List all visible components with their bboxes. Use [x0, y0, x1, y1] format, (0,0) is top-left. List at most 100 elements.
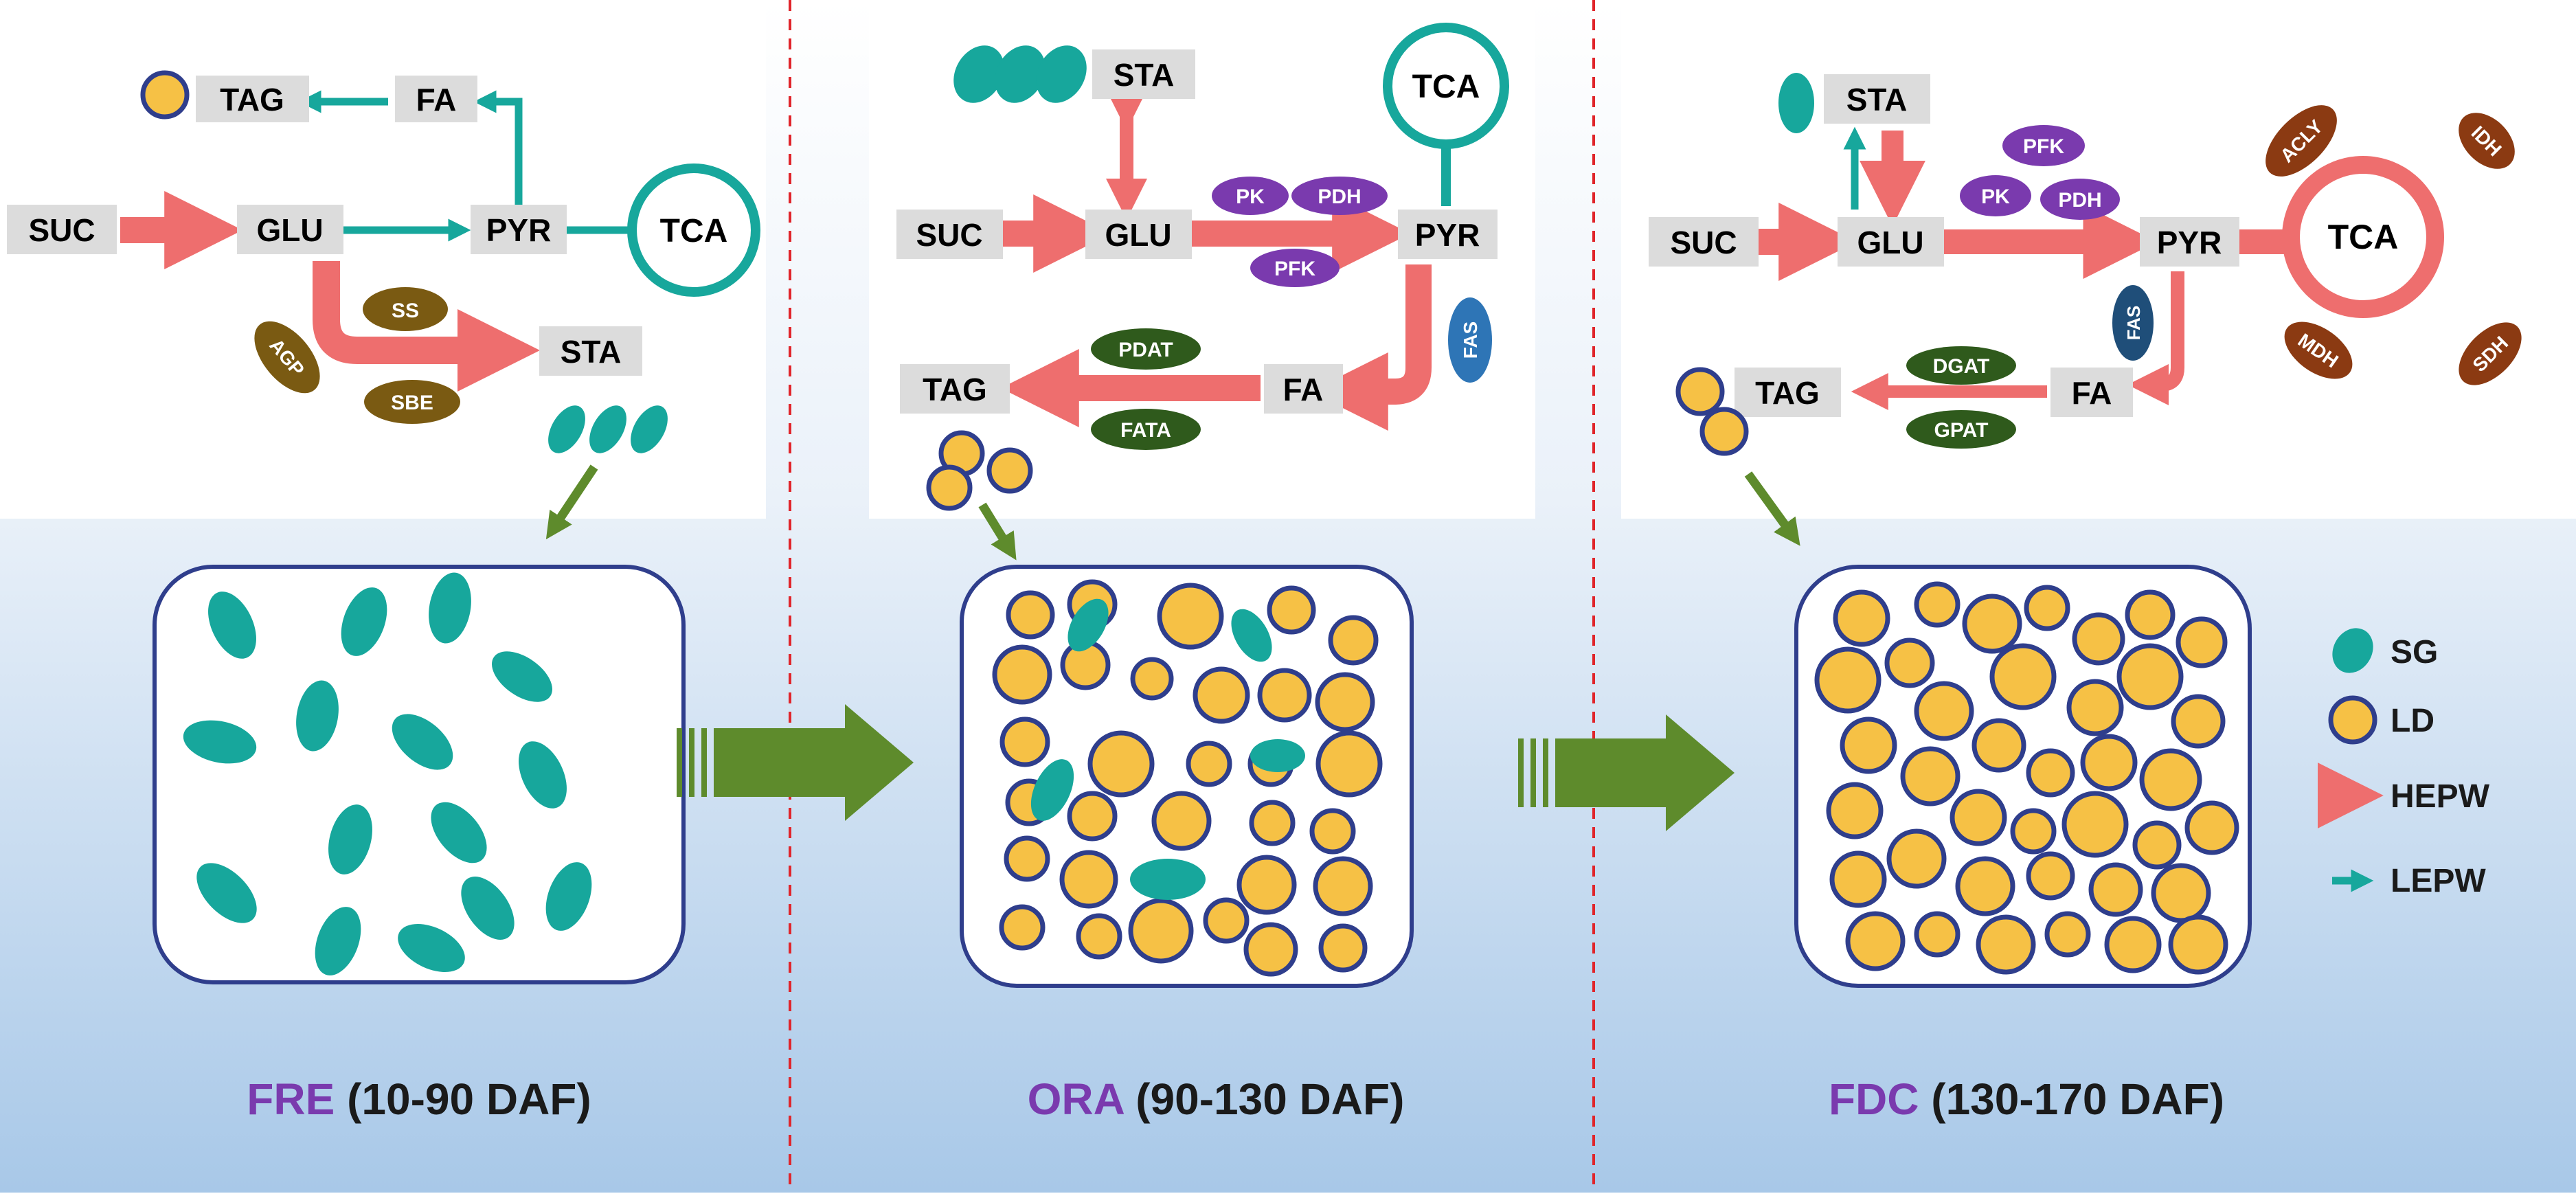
node-tag-bg: [900, 364, 1010, 414]
enzyme-dgat-label: DGAT: [1933, 355, 1990, 378]
enzyme-ss: [363, 287, 448, 331]
cell-box: [152, 565, 686, 984]
node-sta-bg: [1824, 74, 1930, 124]
starch-grain-icon: [1778, 73, 1814, 133]
cell-contents: [1814, 581, 2239, 975]
legend-ld-label: LD: [2391, 703, 2434, 739]
node-sta: STA: [561, 334, 622, 370]
enzyme-acly: [2266, 105, 2337, 177]
arrow-pyr-to-fa: [1309, 264, 1432, 431]
arrow-glu-to-sta: [313, 261, 540, 392]
enzyme-pfk-label: PFK: [2023, 135, 2064, 158]
node-pyr: PYR: [2157, 225, 2222, 260]
node-fa: FA: [2072, 375, 2112, 411]
enzyme-dgat: [1906, 346, 2016, 385]
node-tag: TAG: [1755, 375, 1820, 411]
node-suc-bg: [7, 205, 117, 254]
node-pyr: PYR: [486, 212, 552, 248]
legend-sg-icon: [2332, 628, 2373, 673]
starch-grains: [183, 572, 592, 975]
legend-ld-icon: [2328, 695, 2377, 745]
enzyme-gpat: [1906, 410, 2016, 449]
enzyme-pdh: [1291, 177, 1388, 215]
lipid-droplet-cluster-icon: [1675, 367, 1749, 456]
tca-cycle-circle: [627, 163, 760, 297]
node-sta-bg: [539, 326, 642, 376]
panel-fre: TCA TAG FA SUC GLU PYR STA SS AGP SBE: [7, 70, 760, 1124]
starch-grain-icon: [953, 45, 1087, 103]
node-glu: GLU: [256, 212, 323, 248]
enzyme-mdh: [2284, 321, 2353, 379]
tca-label: TCA: [660, 213, 728, 249]
enzyme-agp: [254, 321, 320, 394]
node-suc-bg: [1649, 217, 1759, 267]
stage-range: (130-170 DAF): [1931, 1074, 2224, 1124]
node-tag: TAG: [923, 372, 987, 407]
node-fa-bg: [1264, 364, 1343, 414]
arrow-to-cell: [545, 464, 598, 540]
enzyme-fas: [2112, 285, 2154, 361]
arrow-to-cell: [978, 502, 1017, 561]
node-pyr-bg: [2140, 217, 2239, 267]
node-sta: STA: [1846, 82, 1908, 117]
arrow-pyr-to-fa: [2127, 271, 2184, 405]
stage-label-ora: ORA (90-130 DAF): [1028, 1074, 1405, 1124]
node-glu: GLU: [1105, 217, 1171, 253]
arrow-pyr-to-fa: [473, 90, 523, 220]
node-fa: FA: [416, 82, 457, 117]
enzyme-fata-label: FATA: [1120, 419, 1171, 442]
legend-hepw-label: HEPW: [2391, 778, 2490, 815]
enzyme-pfk: [1250, 249, 1340, 287]
enzyme-fata: [1091, 409, 1201, 450]
stage-transition-arrow-2: [1518, 714, 1735, 831]
legend-sg-label: SG: [2391, 634, 2438, 670]
enzyme-idh: [2459, 113, 2515, 169]
node-suc-bg: [896, 210, 1003, 259]
enzyme-pdat-label: PDAT: [1118, 339, 1173, 361]
enzyme-fas: [1448, 297, 1492, 383]
enzyme-pk-label: PK: [1981, 185, 2010, 208]
lipid-droplet-icon: [140, 70, 190, 120]
node-glu: GLU: [1857, 225, 1923, 260]
enzyme-pk-label: PK: [1236, 185, 1265, 208]
node-suc: SUC: [916, 217, 982, 253]
enzyme-sbe-label: SBE: [391, 392, 433, 414]
enzyme-pdh: [2040, 179, 2120, 220]
enzyme-fas-label: FAS: [1460, 321, 1481, 359]
enzyme-gpat-label: GPAT: [1934, 419, 1989, 442]
enzyme-ss-label: SS: [392, 300, 419, 322]
stage-name: FRE: [247, 1074, 335, 1124]
stage-name: FDC: [1829, 1074, 1919, 1124]
enzyme-fas-label: FAS: [2123, 306, 2144, 341]
stage-transition-arrow-1: [677, 704, 914, 821]
node-pyr-bg: [471, 205, 567, 254]
node-pyr-bg: [1398, 210, 1498, 259]
cell-contents: [992, 579, 1383, 977]
stage-range: (10-90 DAF): [347, 1074, 591, 1124]
lipid-droplet-cluster-icon: [926, 430, 1033, 511]
starch-grain-icon: [548, 405, 668, 453]
node-pyr: PYR: [1415, 217, 1480, 253]
enzyme-pdh-label: PDH: [1318, 185, 1361, 208]
enzyme-pfk: [2002, 125, 2085, 166]
node-glu-bg: [1085, 210, 1192, 259]
tca-cycle-circle: [2282, 156, 2444, 318]
enzyme-pk: [1960, 175, 2031, 216]
legend: SG LD HEPW LEPW: [2317, 628, 2490, 899]
node-glu-bg: [237, 205, 343, 254]
node-suc: SUC: [1670, 225, 1737, 260]
enzyme-sdh: [2459, 322, 2522, 385]
node-tag-bg: [196, 76, 309, 122]
stage-label-fre: FRE (10-90 DAF): [247, 1074, 591, 1124]
node-glu-bg: [1838, 217, 1944, 267]
tca-label: TCA: [2328, 218, 2399, 256]
node-sta: STA: [1114, 57, 1175, 93]
arrow-to-cell: [1744, 471, 1800, 546]
tca-label: TCA: [1412, 69, 1480, 105]
node-tag: TAG: [220, 82, 284, 117]
legend-lepw-label: LEPW: [2391, 863, 2486, 899]
tca-cycle-circle: [1383, 23, 1509, 149]
stage-label-fdc: FDC (130-170 DAF): [1829, 1074, 2224, 1124]
